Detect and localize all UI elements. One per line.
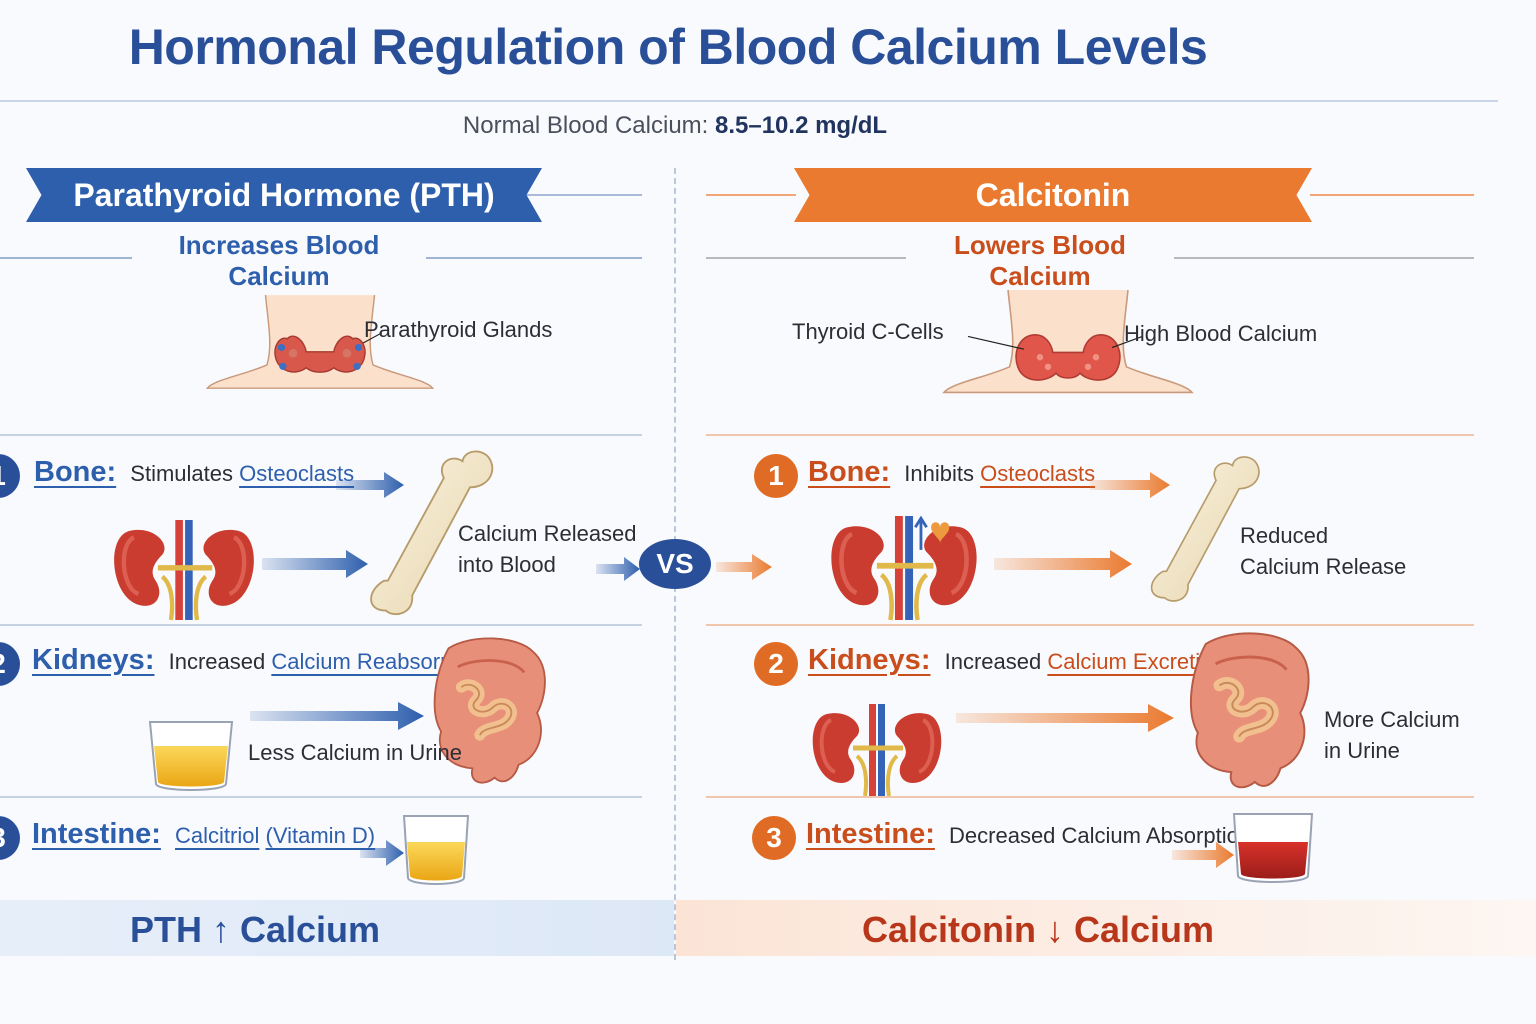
calcitonin-section-rule-3 [706,796,1474,798]
pth-step3-number: 3 [0,816,20,860]
calcitonin-kidney-result: More Calcium in Urine [1324,704,1460,766]
calcitonin-subhead-rule-right [1174,257,1474,259]
pth-step3-organ: Intestine: [32,818,161,850]
pth-bone-result: Calcium Released into Blood [458,518,637,580]
normal-range-label: Normal Blood Calcium: [462,112,709,139]
pth-subhead-rule-right [426,257,642,259]
calcitonin-trigger-label: High Blood Calcium [1124,321,1318,346]
pth-banner-rule [520,194,642,196]
calcitonin-bone-result: Reduced Calcium Release [1240,520,1406,582]
calcitonin-kidney-icon-2 [808,704,946,796]
pth-footer-bg [0,900,674,956]
normal-range: Normal Blood Calcium: 8.5–10.2 mg/dL [0,112,1350,140]
calcitonin-kidney-icon [824,516,984,620]
calcitonin-step1-target: Osteoclasts [980,461,1096,486]
calcitonin-cells-label: Thyroid C-Cells [792,319,944,344]
pth-step2-action: Increased [168,649,266,674]
calcitonin-footer-left: Calcitonin [861,909,1036,950]
pth-neck-illustration [206,294,434,389]
calcitonin-step2-action: Increased [944,649,1042,674]
calcitonin-step3-organ: Intestine: [806,818,935,850]
calcitonin-neck-illustration [943,289,1193,394]
calcitonin-step1-organ: Bone: [808,456,891,488]
pth-step2-number: 2 [0,642,20,686]
calcitonin-banner-rule-left [706,194,796,196]
calcitonin-step1-action: Inhibits [904,461,975,486]
calcitonin-bone-result-line1: Reduced [1240,523,1329,548]
pth-intestine-icon [430,634,550,792]
calcitonin-step1-text: Bone: Inhibits Osteoclasts [808,456,1095,489]
pth-arrow-intestine [360,840,404,866]
pth-subhead-rule-left [0,257,132,259]
pth-bone-result-line2: into Blood [458,552,556,577]
calcitonin-footer-bg [676,900,1536,956]
pth-footer-left: PTH [129,909,202,950]
pth-step3-target: (Vitamin D) [265,823,376,848]
page-title: Hormonal Regulation of Blood Calcium Lev… [128,19,1208,75]
pth-footer: PTH ↑ Calcium [0,900,510,956]
pth-arrow-to-vs [596,557,640,581]
pth-footer-right: Calcium [239,909,381,950]
pth-vitamin-cup-icon [402,815,470,885]
pth-section-rule-1 [0,434,642,436]
calcitonin-step1-number: 1 [754,454,798,498]
calcitonin-step2-text: Kidneys: Increased Calcium Excretion [808,644,1225,677]
calcitonin-intestine-icon [1186,634,1314,792]
calcitonin-effect: Lowers Blood Calcium [954,230,1126,291]
calcitonin-step3-number: 3 [752,816,796,860]
pth-section-rule-2 [0,624,642,626]
calcitonin-footer: Calcitonin ↓ Calcium [676,900,1400,956]
calcitonin-step3-text: Intestine: Decreased Calcium Absorption [806,818,1251,851]
calcitonin-step2-organ: Kidneys: [808,644,931,676]
calcitonin-section-rule-1 [706,434,1474,436]
pth-urine-cup-icon [148,721,234,791]
pth-step3-text: Intestine: Calcitriol (Vitamin D) [32,818,375,851]
calcitonin-kidney-result-line2: in Urine [1324,738,1400,763]
calcitonin-blood-cup-icon [1232,813,1314,883]
calcitonin-arrow-excretion [956,704,1174,732]
pth-kidney-icon [114,520,254,620]
calcitonin-step2-number: 2 [754,642,798,686]
vs-badge: VS [639,539,711,589]
calcitonin-section-rule-2 [706,624,1474,626]
pth-kidney-result: Less Calcium in Urine [248,740,462,765]
pth-step1-text: Bone: Stimulates Osteoclasts [34,456,354,489]
down-arrow-icon: ↓ [1045,909,1064,950]
normal-range-value: 8.5–10.2 mg/dL [715,112,888,139]
pth-arrow-kidney-bone [262,550,368,578]
pth-banner: Parathyroid Hormone (PTH) [26,168,542,222]
pth-section-rule-3 [0,796,642,798]
pth-bone-result-line1: Calcium Released [458,521,637,546]
pth-arrow-bone [336,472,404,498]
pth-gland-label: Parathyroid Glands [364,317,553,342]
calcitonin-footer-right: Calcium [1074,909,1215,950]
calcitonin-bone-result-line2: Calcium Release [1240,554,1407,579]
pth-step2-text: Kidneys: Increased Calcium Reabsorption [32,644,488,677]
up-arrow-icon: ↑ [211,909,230,950]
pth-step1-action: Stimulates [130,461,234,486]
pth-effect: Increases Blood Calcium [178,230,380,291]
calcitonin-arrow-kidney-bone [994,550,1132,578]
pth-step2-organ: Kidneys: [32,644,155,676]
calcitonin-banner: Calcitonin [794,168,1312,222]
pth-arrow-urine [250,702,424,730]
calcitonin-arrow-absorption [1172,842,1234,868]
calcitonin-banner-rule-right [1310,194,1474,196]
title-divider [0,100,1498,102]
pth-step1-number: 1 [0,454,20,498]
calcitonin-step3-action: Decreased Calcium Absorption [949,823,1252,848]
pth-step1-target: Osteoclasts [239,461,355,486]
calcitonin-subhead-rule-left [706,257,906,259]
calcitonin-arrow-from-vs [716,554,772,580]
pth-step1-organ: Bone: [34,456,117,488]
calcitonin-arrow-bone [1090,472,1170,498]
calcitonin-kidney-result-line1: More Calcium [1324,707,1460,732]
pth-step3-action: Calcitriol [175,823,260,848]
